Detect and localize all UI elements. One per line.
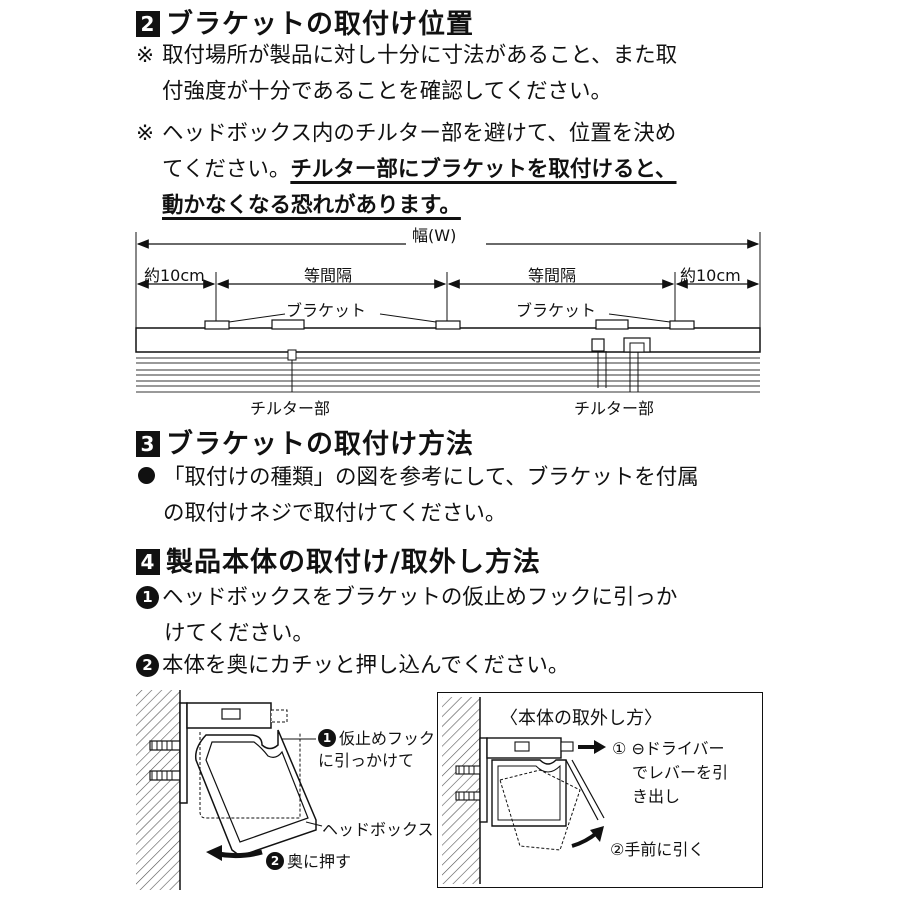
- bracket-4: [595, 319, 629, 330]
- bracket-plate: [179, 702, 188, 804]
- step2-number: 2: [136, 654, 159, 677]
- width-label: 幅(W): [412, 226, 457, 245]
- step2-text: 本体を奥にカチッと押し込んでください。: [162, 653, 570, 678]
- section4-number: 4: [136, 549, 160, 575]
- removal-box: [437, 692, 763, 888]
- bracket-5: [669, 320, 695, 330]
- note2-line2-normal: てください。: [162, 157, 291, 182]
- removal-step1: ① ⊖ドライバー でレバーを引 き出し: [612, 737, 728, 809]
- section3-title-text: ブラケットの取付け方法: [166, 429, 474, 460]
- blind-slats: [136, 357, 760, 393]
- equal-spacing-left-label: 等間隔: [304, 266, 353, 285]
- section4-title-text: 製品本体の取付け/取外し方法: [166, 547, 541, 578]
- section2-note2: ※ ヘッドボックス内のチルター部を避けて、位置を決め てください。チルター部にブラ…: [136, 116, 677, 224]
- note2-line3-warning: 動かなくなる恐れがあります。: [162, 193, 461, 218]
- step1-line1: ヘッドボックスをブラケットの仮止めフックに引っか: [162, 585, 678, 610]
- note-mark-2: ※: [136, 121, 155, 146]
- bracket-1: [204, 320, 230, 330]
- step1-number: 1: [136, 586, 159, 609]
- tilter-label-left: チルター部: [250, 399, 331, 418]
- headbox-hooked: [194, 729, 317, 857]
- section2-number: 2: [136, 11, 160, 37]
- removal-step1-line1: ⊖ドライバー: [631, 739, 725, 758]
- note1-line2: 付強度が十分であることを確認してください。: [162, 79, 612, 104]
- removal-wall-hatch: [442, 697, 480, 884]
- hook-label-line1: 仮止めフック: [339, 729, 436, 748]
- removal-step1-line3: き出し: [632, 787, 681, 806]
- section3-number: 3: [136, 431, 160, 457]
- section3-body: 「取付けの種類」の図を参考にして、ブラケットを付属 の取付けネジで取付けてくださ…: [136, 460, 699, 532]
- note2-line1: ヘッドボックス内のチルター部を避けて、位置を決め: [162, 121, 677, 146]
- right-margin-label: 約10cm: [680, 266, 741, 285]
- note-mark: ※: [136, 43, 155, 68]
- removal-step2: ②手前に引く: [610, 840, 705, 859]
- bullet-dot: [138, 467, 155, 484]
- screws: [149, 740, 181, 781]
- push-step-number: 2: [266, 852, 284, 870]
- left-margin-label: 約10cm: [144, 266, 205, 285]
- bracket-3: [435, 320, 461, 330]
- removal-title: 〈本体の取外し方〉: [500, 708, 662, 729]
- headbox-label: ヘッドボックス: [322, 820, 434, 839]
- hook-label-line2: に引っかけて: [318, 751, 415, 770]
- bracket-label-left: ブラケット: [286, 301, 367, 320]
- section2-title-text: ブラケットの取付け位置: [166, 9, 474, 40]
- hook-step-number: 1: [318, 729, 336, 747]
- tilter-label-right: チルター部: [574, 399, 655, 418]
- step1-line2: けてください。: [164, 621, 314, 646]
- bracket-2: [271, 319, 305, 330]
- bracket-label-right: ブラケット: [516, 301, 597, 320]
- wall-hatch: [136, 690, 180, 890]
- note1-line1: 取付場所が製品に対し十分に寸法があること、また取: [162, 43, 678, 68]
- removal-step1-mark: ①: [612, 739, 627, 758]
- section3-line2: の取付けネジで取付けてください。: [163, 501, 507, 526]
- section3-line1: 「取付けの種類」の図を参考にして、ブラケットを付属: [163, 465, 699, 490]
- section2-note1: ※ 取付場所が製品に対し十分に寸法があること、また取 付強度が十分であることを確認…: [136, 38, 677, 110]
- push-label-text: 奥に押す: [287, 852, 352, 871]
- equal-spacing-right-label: 等間隔: [528, 266, 577, 285]
- removal-step1-line2: でレバーを引: [632, 763, 729, 782]
- note2-line2-warning: チルター部にブラケットを取付けると、: [290, 157, 677, 182]
